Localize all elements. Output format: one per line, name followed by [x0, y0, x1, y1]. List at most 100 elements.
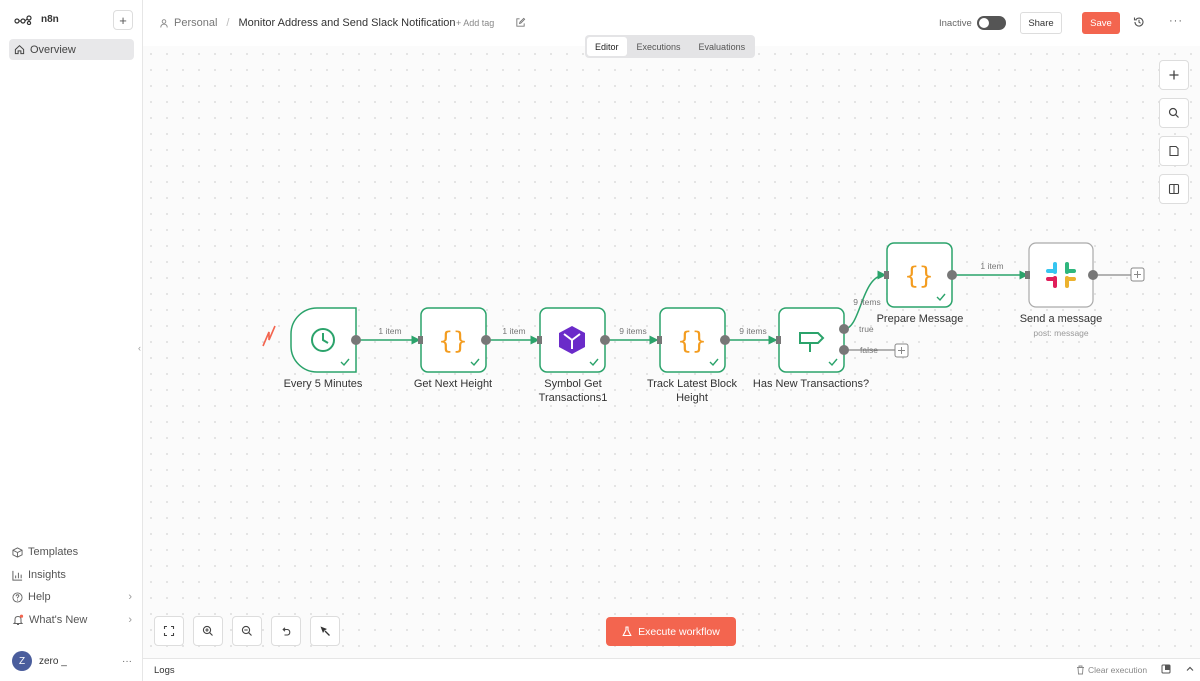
collapse-sidebar-icon[interactable]: ‹ — [138, 343, 141, 353]
add-tag-button[interactable]: + Add tag — [456, 18, 495, 28]
edge-4[interactable]: 9 items — [725, 326, 778, 345]
popout-icon[interactable] — [1161, 664, 1171, 674]
flask-icon — [622, 626, 632, 637]
wand-icon — [320, 626, 330, 636]
node-symbol-get-transactions[interactable]: Symbol Get Transactions1 — [537, 307, 610, 404]
edit-description-icon[interactable] — [515, 17, 526, 31]
logs-label: Logs — [154, 665, 175, 676]
toggle-panel-button[interactable] — [1159, 174, 1189, 204]
sidebar-item-templates[interactable]: Templates — [12, 543, 132, 561]
node-label: Symbol Get — [544, 378, 601, 390]
false-branch-label: false — [860, 345, 878, 355]
sidebar-item-overview[interactable]: Overview — [9, 39, 134, 60]
workflow-graph: 1 item 1 item 9 items 9 items 9 items tr… — [262, 242, 1145, 404]
share-button[interactable]: Share — [1020, 12, 1062, 34]
execute-workflow-label: Execute workflow — [638, 625, 720, 638]
sidebar-item-label: Templates — [28, 546, 79, 558]
node-get-next-height[interactable]: {} Get Next Height — [414, 307, 492, 390]
edge-label: 1 item — [378, 326, 401, 336]
app-name: n8n — [41, 14, 59, 25]
logs-panel-bar[interactable]: Logs Clear execution — [143, 658, 1200, 681]
user-menu[interactable]: Z zero _ ··· — [12, 651, 132, 671]
symbol-logo-icon — [559, 326, 585, 354]
bell-icon — [12, 614, 24, 625]
undo-icon — [282, 627, 291, 636]
active-toggle[interactable] — [977, 16, 1006, 30]
output-end[interactable] — [1093, 267, 1145, 282]
zoom-in-button[interactable] — [193, 616, 223, 646]
node-label: Height — [676, 392, 708, 404]
edge-2[interactable]: 1 item — [486, 326, 540, 345]
edge-false[interactable]: false — [844, 343, 909, 358]
view-tabs: Editor Executions Evaluations — [585, 35, 756, 58]
n8n-logo-icon — [14, 14, 32, 25]
node-label: Prepare Message — [877, 313, 964, 325]
chevron-right-icon: › — [128, 614, 132, 626]
node-label: Track Latest Block — [647, 378, 738, 390]
n8n-logo[interactable]: n8n — [14, 14, 59, 25]
true-branch-label: true — [859, 324, 874, 334]
clear-execution-label: Clear execution — [1088, 665, 1148, 675]
edge-label: 1 item — [980, 261, 1003, 271]
sidebar-item-help[interactable]: Help › — [12, 588, 132, 606]
tab-editor[interactable]: Editor — [587, 37, 627, 56]
signpost-icon — [799, 332, 825, 352]
node-label: Get Next Height — [414, 378, 492, 390]
edge-label: 9 items — [619, 326, 646, 336]
node-every-5-minutes[interactable]: Every 5 Minutes — [262, 307, 363, 390]
edge-label: 1 item — [502, 326, 525, 336]
sidebar-item-label: What's New — [29, 614, 88, 626]
tab-executions[interactable]: Executions — [636, 41, 681, 52]
panel-icon — [1168, 183, 1180, 195]
undo-button[interactable] — [271, 616, 301, 646]
edge-3[interactable]: 9 items — [605, 326, 659, 345]
sidebar-item-whats-new[interactable]: What's New › — [12, 611, 132, 629]
sticky-note-icon — [1169, 145, 1179, 157]
tidy-up-button[interactable] — [310, 616, 340, 646]
edge-6[interactable]: 1 item — [952, 261, 1029, 280]
clear-execution-button[interactable]: Clear execution — [1076, 665, 1147, 675]
node-label: Send a message — [1020, 313, 1103, 325]
more-options-icon[interactable]: ··· — [122, 655, 132, 667]
add-sticky-note-button[interactable] — [1159, 136, 1189, 166]
node-track-latest-block-height[interactable]: {} Track Latest Block Height — [647, 307, 738, 404]
node-prepare-message[interactable]: {} Prepare Message — [877, 242, 964, 325]
save-button[interactable]: Save — [1082, 12, 1120, 34]
sidebar-item-label: Insights — [28, 569, 66, 581]
canvas-right-toolbar — [1159, 60, 1189, 204]
zoom-out-icon — [241, 625, 252, 636]
zoom-out-button[interactable] — [232, 616, 262, 646]
user-icon — [160, 18, 168, 28]
plus-icon — [1169, 70, 1179, 80]
chevron-right-icon: › — [128, 591, 132, 603]
project-link[interactable]: Personal — [174, 17, 218, 29]
tab-evaluations[interactable]: Evaluations — [698, 41, 746, 52]
edge-1[interactable]: 1 item — [356, 326, 421, 345]
new-item-button[interactable]: + — [113, 10, 133, 30]
help-icon — [12, 591, 23, 603]
breadcrumb: Personal / Monitor Address and Send Slac… — [160, 17, 456, 29]
edge-true[interactable]: 9 items true — [843, 270, 887, 334]
fit-view-icon — [163, 625, 175, 637]
node-label: Every 5 Minutes — [284, 378, 363, 390]
trash-icon — [1077, 665, 1084, 675]
workflow-name[interactable]: Monitor Address and Send Slack Notificat… — [238, 17, 456, 29]
more-options-icon[interactable]: ··· — [1169, 15, 1183, 27]
logs-actions — [1161, 664, 1195, 674]
edge-label: 9 items — [853, 297, 880, 307]
sidebar-item-label: Overview — [30, 43, 76, 56]
code-braces-icon: {} — [905, 262, 934, 290]
node-send-a-message[interactable]: Send a message post: message — [1020, 242, 1103, 338]
node-has-new-transactions[interactable]: Has New Transactions? — [753, 307, 869, 390]
chevron-up-icon[interactable] — [1185, 664, 1195, 674]
fit-view-button[interactable] — [154, 616, 184, 646]
execute-workflow-button[interactable]: Execute workflow — [606, 617, 736, 646]
add-node-button[interactable] — [1159, 60, 1189, 90]
history-icon[interactable] — [1133, 16, 1145, 31]
workflow-canvas[interactable]: Editor Executions Evaluations 1 item — [143, 35, 1200, 658]
sidebar-item-insights[interactable]: Insights — [12, 566, 132, 584]
home-icon — [14, 44, 25, 55]
clock-icon — [311, 328, 335, 352]
node-label: Transactions1 — [539, 392, 608, 404]
search-nodes-button[interactable] — [1159, 98, 1189, 128]
